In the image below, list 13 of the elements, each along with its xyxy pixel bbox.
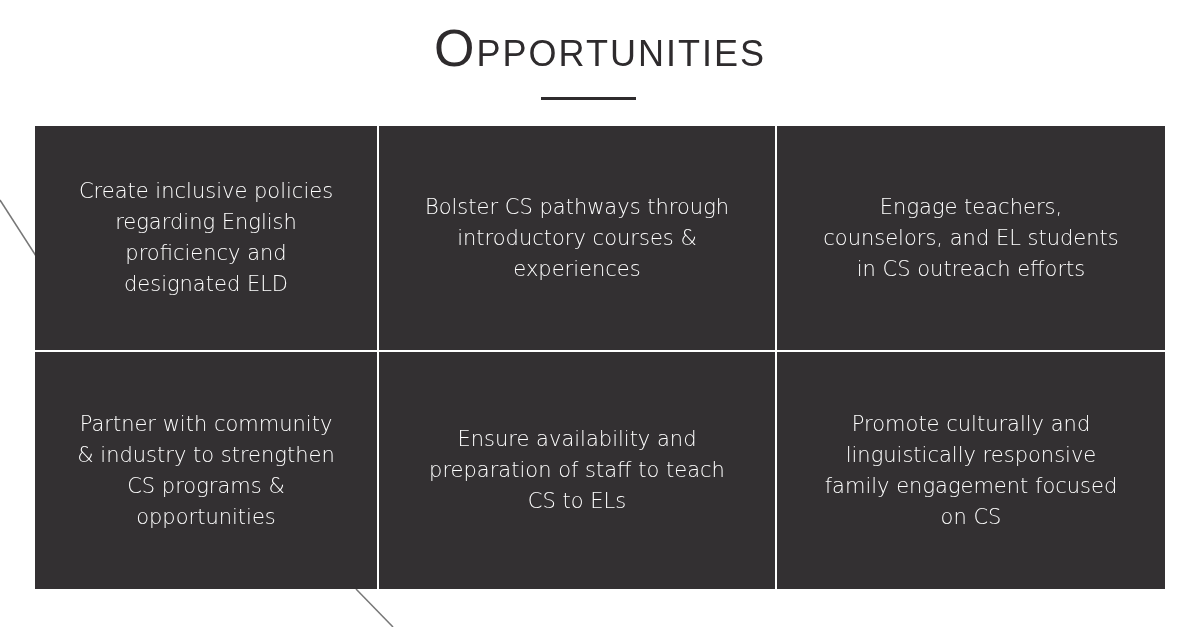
opportunity-text: Create inclusive policies regarding English proficiency and designated ELD [77,178,335,298]
opportunity-text: Promote culturally and linguistically responsive family engagement focused on CS [823,410,1119,531]
opportunity-box [777,126,1165,350]
opportunity-text: Bolster CS pathways through introductory courses & experiences [423,193,731,283]
opportunity-box [777,352,1165,589]
opportunity-box [35,352,377,589]
opportunity-box [379,352,775,589]
opportunity-box [35,126,377,350]
opportunity-text: Ensure availability and preparation of staff to teach CS to ELs [428,426,726,515]
title: Opportunities [433,18,767,78]
opportunity-box [379,126,775,350]
opportunity-text: Engage teachers, counselors, and EL students in CS outreach efforts [822,193,1120,283]
opportunity-text: Partner with community & industry to strengthen CS programs & opportunities [76,410,336,531]
